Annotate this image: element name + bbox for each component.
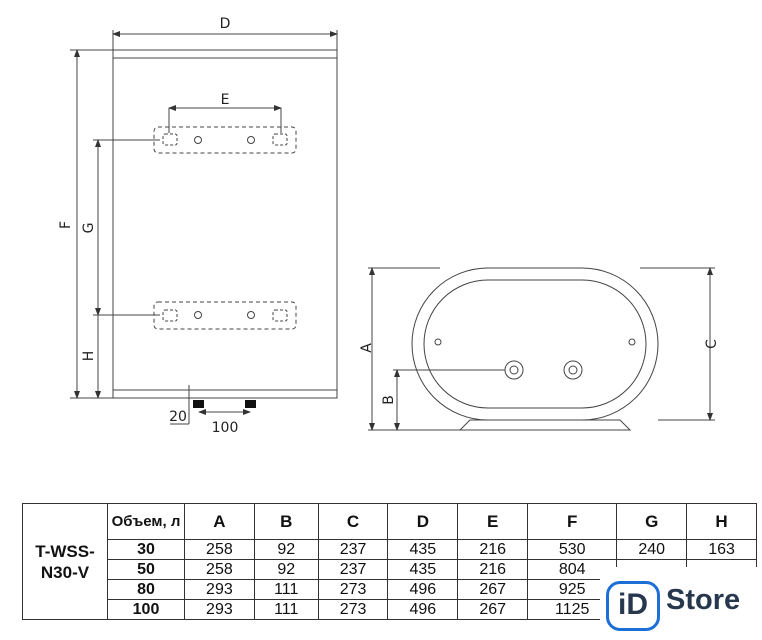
front-view xyxy=(70,30,338,425)
cell: 111 xyxy=(253,579,319,600)
technical-drawing: D E F G H 20 100 A B C xyxy=(58,16,720,436)
pipe-outlet xyxy=(245,400,256,408)
pipe-inlet xyxy=(193,400,204,408)
cell: 216 xyxy=(457,539,529,560)
cell: 293 xyxy=(184,579,255,600)
header-c: C xyxy=(317,503,389,540)
cell: 237 xyxy=(317,539,389,560)
side-view xyxy=(368,267,715,431)
cell-volume: 100 xyxy=(107,599,185,620)
store-logo: iD Store xyxy=(600,567,762,640)
label-C: C xyxy=(704,339,720,349)
cell: 435 xyxy=(387,559,459,580)
logo-mark: iD xyxy=(606,581,660,631)
cell: 530 xyxy=(527,539,618,560)
cell: 496 xyxy=(387,579,459,600)
cell: 273 xyxy=(317,579,389,600)
cell: 258 xyxy=(184,559,255,580)
table-header-row: T-WSS-N30-V Объем, л A B C D E F G H xyxy=(22,503,757,620)
header-d: D xyxy=(387,503,459,540)
cell: 258 xyxy=(184,539,255,560)
header-g: G xyxy=(616,503,688,540)
cell: 240 xyxy=(616,539,688,560)
cell: 237 xyxy=(317,559,389,580)
cell: 92 xyxy=(253,559,319,580)
header-b: B xyxy=(253,503,319,540)
model-cell: T-WSS-N30-V xyxy=(22,503,108,620)
label-G: G xyxy=(81,223,97,234)
label-pipe-spacing: 100 xyxy=(212,420,239,436)
label-E: E xyxy=(221,92,230,108)
logo-name: Store xyxy=(666,584,741,616)
label-offset: 20 xyxy=(169,409,187,425)
label-F: F xyxy=(58,221,74,229)
cell: 216 xyxy=(457,559,529,580)
header-f: F xyxy=(527,503,618,540)
cell: 92 xyxy=(253,539,319,560)
header-h: H xyxy=(686,503,757,540)
label-B: B xyxy=(381,395,397,405)
label-D: D xyxy=(220,16,231,32)
dimensions-table: T-WSS-N30-V Объем, л A B C D E F G H 30 … xyxy=(22,503,757,620)
cell: 267 xyxy=(457,579,529,600)
header-volume: Объем, л xyxy=(107,503,185,540)
label-A: A xyxy=(359,343,375,353)
cell-volume: 50 xyxy=(107,559,185,580)
header-e: E xyxy=(457,503,529,540)
cell: 435 xyxy=(387,539,459,560)
cell: 293 xyxy=(184,599,255,620)
cell: 163 xyxy=(686,539,757,560)
cell-volume: 80 xyxy=(107,579,185,600)
cell: 496 xyxy=(387,599,459,620)
cell: 1125 xyxy=(527,599,618,620)
header-a: A xyxy=(184,503,255,540)
cell: 273 xyxy=(317,599,389,620)
cell-volume: 30 xyxy=(107,539,185,560)
cell: 111 xyxy=(253,599,319,620)
cell: 267 xyxy=(457,599,529,620)
label-H: H xyxy=(81,351,97,362)
